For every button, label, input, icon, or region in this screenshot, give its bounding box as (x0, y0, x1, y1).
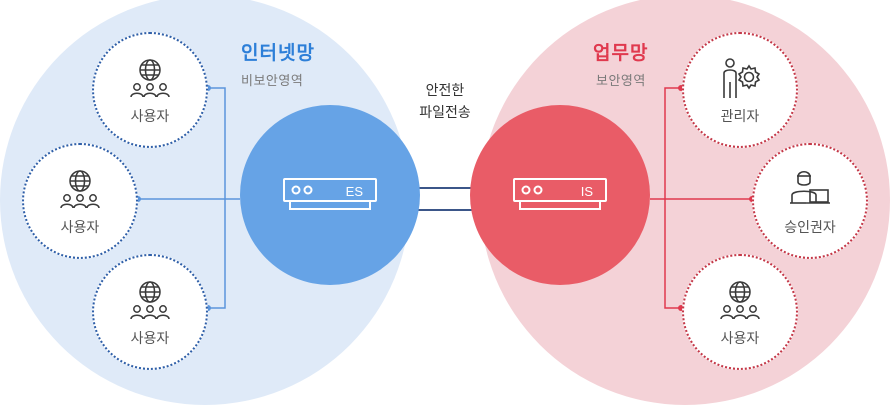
server-icon (283, 178, 377, 210)
approver-node[interactable]: 승인권자 (752, 143, 868, 259)
admin-label: 관리자 (720, 109, 760, 125)
globe-users-icon (720, 281, 760, 320)
business-user-node[interactable]: 사용자 (682, 254, 798, 370)
right-bus-line (664, 87, 681, 309)
approver-label: 승인권자 (784, 220, 836, 236)
business-zone-title: 업무망 (593, 42, 649, 64)
is-server-circle[interactable]: IS (470, 105, 650, 285)
server-icon (513, 178, 607, 210)
transfer-line-1: 안전한 (425, 83, 465, 99)
is-server: IS (513, 178, 607, 212)
user-label: 사용자 (60, 220, 100, 236)
internet-user-node-2[interactable]: 사용자 (22, 143, 138, 259)
user-label: 사용자 (130, 331, 170, 347)
is-server-label: IS (580, 184, 593, 199)
secure-transfer-label: 안전한 파일전송 (400, 80, 490, 124)
globe-users-icon (130, 59, 170, 98)
globe-users-icon (130, 281, 170, 320)
globe-users-icon (60, 170, 100, 209)
internet-zone-subtitle: 비보안영역 (241, 74, 304, 89)
user-label: 사용자 (720, 331, 760, 347)
es-server: ES (283, 178, 377, 212)
admin-node[interactable]: 관리자 (682, 32, 798, 148)
user-label: 사용자 (130, 109, 170, 125)
internet-user-node-3[interactable]: 사용자 (92, 254, 208, 370)
approver-laptop-icon (790, 170, 830, 204)
left-bus-line (208, 87, 226, 309)
internet-user-node-1[interactable]: 사용자 (92, 32, 208, 148)
es-server-circle[interactable]: ES (240, 105, 420, 285)
es-server-label: ES (345, 184, 363, 199)
transfer-line-2: 파일전송 (419, 105, 471, 121)
internet-zone-title: 인터넷망 (241, 42, 315, 64)
business-zone-subtitle: 보안영역 (596, 74, 646, 89)
admin-gear-icon (723, 58, 761, 98)
